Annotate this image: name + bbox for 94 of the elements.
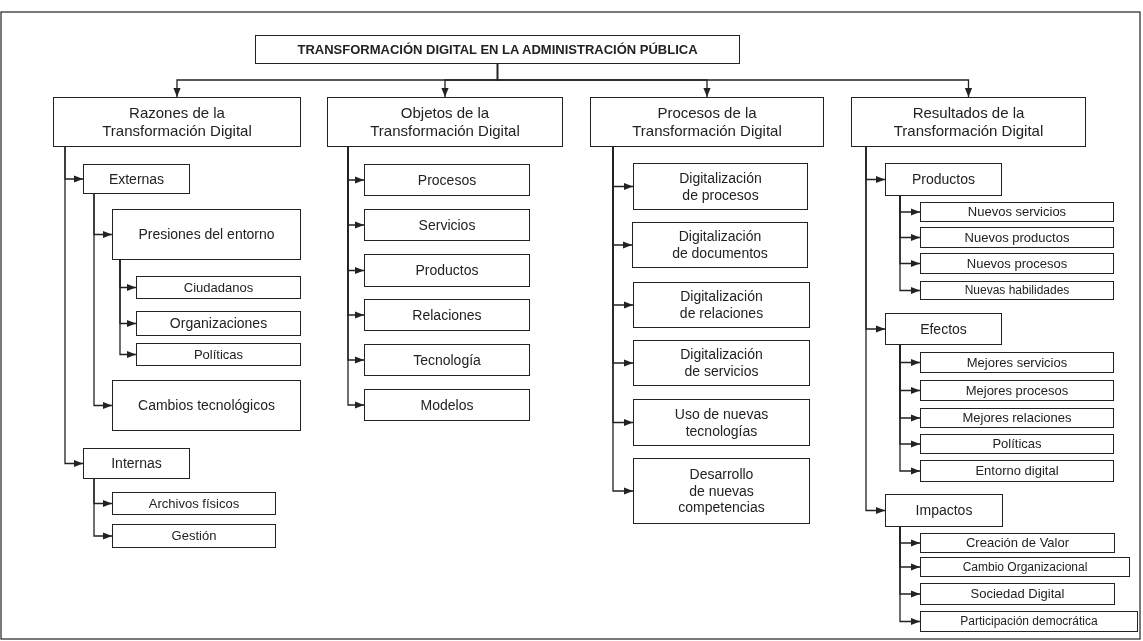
box-label: Efectos <box>920 320 967 338</box>
connector-arrow <box>899 344 921 475</box>
category-box <box>920 408 1114 428</box>
box-label: Digitalización de servicios <box>679 346 764 380</box>
box-label: Productos <box>911 171 975 188</box>
category-box <box>83 164 190 194</box>
box-label: Nuevos servicios <box>967 204 1067 220</box>
category-box <box>364 254 530 287</box>
box-label: Cambio Organizacional <box>962 559 1088 575</box>
box-label: Relaciones <box>412 306 482 324</box>
category-box <box>632 222 808 268</box>
box-label: Entorno digital <box>975 463 1059 479</box>
category-box <box>920 533 1115 553</box>
box-label: Archivos físicos <box>148 495 240 512</box>
category-box <box>136 311 301 336</box>
box-label: Creación de Valor <box>965 535 1070 551</box>
title-box <box>255 35 740 64</box>
box-label: Externas <box>108 170 165 188</box>
box-label: Presiones del entorno <box>138 226 275 243</box>
category-box <box>920 380 1114 401</box>
category-box <box>136 276 301 299</box>
category-box <box>885 163 1002 196</box>
connector-arrow <box>93 478 113 540</box>
category-box <box>633 282 810 328</box>
box-label: Impactos <box>915 502 973 519</box>
category-box <box>633 163 808 210</box>
box-label: Resultados de la Transformación Digital <box>892 104 1045 140</box>
box-label: Nuevas habilidades <box>964 283 1070 298</box>
box-label: Modelos <box>420 396 474 414</box>
box-label: Digitalización de documentos <box>671 228 769 262</box>
connector-arrow <box>93 193 113 410</box>
box-label: Uso de nuevas tecnologías <box>673 405 770 440</box>
category-box <box>920 611 1138 632</box>
category-box <box>920 557 1130 577</box>
category-box <box>112 524 276 548</box>
box-label: Mejores relaciones <box>962 410 1072 426</box>
connector-arrow <box>865 146 886 515</box>
category-box <box>633 458 810 524</box>
box-label: Ciudadanos <box>183 279 254 296</box>
category-box <box>920 583 1115 605</box>
connector-arrow <box>64 146 84 468</box>
category-box <box>327 97 563 147</box>
category-box <box>885 494 1003 527</box>
connector-arrow <box>496 63 973 98</box>
category-box <box>136 343 301 366</box>
box-label: Sociedad Digital <box>970 586 1065 602</box>
category-box <box>851 97 1086 147</box>
box-label: Participación democrática <box>960 614 1098 629</box>
connector-arrow <box>899 195 921 295</box>
box-label: Desarrollo de nuevas competencias <box>677 465 766 517</box>
category-box <box>364 209 530 241</box>
category-box <box>83 448 190 479</box>
box-label: TRANSFORMACIÓN DIGITAL EN LA ADMINISTRACIÓN PÚBLICA <box>297 41 698 58</box>
category-box <box>112 209 301 260</box>
box-label: Procesos <box>417 171 477 189</box>
category-box <box>920 281 1114 300</box>
category-box <box>53 97 301 147</box>
category-box <box>885 313 1002 345</box>
category-box <box>633 399 810 446</box>
box-label: Tecnología <box>413 351 481 369</box>
box-label: Gestión <box>171 528 217 544</box>
box-label: Políticas <box>193 346 244 363</box>
box-label: Productos <box>415 262 479 279</box>
box-label: Servicios <box>418 216 476 234</box>
connector-arrow <box>899 526 921 626</box>
category-box <box>364 164 530 196</box>
box-label: Organizaciones <box>169 315 268 332</box>
category-box <box>364 344 530 376</box>
category-box <box>112 492 276 515</box>
box-label: Procesos de la Transformación Digital <box>631 104 783 140</box>
category-box <box>364 389 530 421</box>
connector-arrow <box>119 259 137 359</box>
category-box <box>920 227 1114 248</box>
box-label: Cambios tecnológicos <box>138 397 275 414</box>
category-box <box>920 352 1114 373</box>
category-box <box>920 202 1114 222</box>
box-label: Internas <box>111 455 162 472</box>
box-label: Digitalización de relaciones <box>678 288 765 322</box>
category-box <box>590 97 824 147</box>
box-label: Nuevos productos <box>964 229 1070 246</box>
box-label: Mejores servicios <box>966 354 1068 371</box>
box-label: Digitalización de procesos <box>678 169 763 204</box>
box-label: Objetos de la Transformación Digital <box>369 104 521 140</box>
category-box <box>112 380 301 431</box>
category-box <box>920 434 1114 454</box>
box-label: Razones de la Transformación Digital <box>101 104 253 140</box>
category-box <box>920 460 1114 482</box>
box-label: Nuevos procesos <box>966 255 1068 272</box>
box-label: Políticas <box>992 436 1042 452</box>
connector-arrow <box>347 146 365 409</box>
box-label: Mejores procesos <box>965 382 1069 399</box>
category-box <box>920 253 1114 274</box>
category-box <box>633 340 810 386</box>
category-box <box>364 299 530 331</box>
